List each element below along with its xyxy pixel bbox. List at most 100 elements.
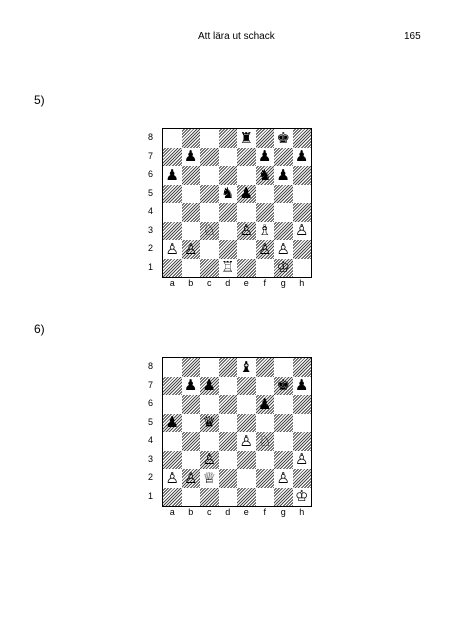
- square-h3: ♙: [292, 450, 311, 469]
- chess-piece-a6: ♟: [165, 165, 179, 184]
- problem-label-6: 6): [34, 322, 45, 336]
- square-f3: ♗: [255, 221, 274, 240]
- square-g6: [274, 395, 293, 414]
- square-f4: ♘: [255, 432, 274, 451]
- square-e7: [237, 376, 256, 395]
- square-c1: [200, 487, 219, 506]
- square-e4: [237, 203, 256, 222]
- square-b8: [181, 358, 200, 377]
- chess-piece-f7: ♟: [258, 147, 272, 166]
- square-d3: [218, 450, 237, 469]
- rank-label: 2: [148, 243, 154, 254]
- rank-label: 3: [148, 224, 154, 235]
- square-h8: [292, 129, 311, 148]
- chess-piece-b7: ♟: [184, 147, 198, 166]
- square-h6: [292, 166, 311, 185]
- square-g4: [274, 432, 293, 451]
- chess-piece-f3: ♗: [258, 221, 272, 240]
- square-h7: ♟: [292, 147, 311, 166]
- square-a6: ♟: [163, 166, 182, 185]
- rank-label: 5: [148, 416, 154, 427]
- page-number: 165: [404, 31, 421, 42]
- square-a4: [163, 203, 182, 222]
- square-f1: [255, 487, 274, 506]
- square-a8: [163, 358, 182, 377]
- square-c7: ♟: [200, 376, 219, 395]
- square-f4: [255, 203, 274, 222]
- square-e4: ♙: [237, 432, 256, 451]
- rank-label: 4: [148, 206, 154, 217]
- chess-piece-d1: ♖: [221, 258, 235, 277]
- square-b4: [181, 203, 200, 222]
- chess-piece-g8: ♚: [276, 128, 290, 147]
- square-c6: [200, 395, 219, 414]
- square-c5: [200, 184, 219, 203]
- square-a1: [163, 487, 182, 506]
- chess-piece-g6: ♟: [276, 165, 290, 184]
- square-c3: ♘: [200, 221, 219, 240]
- square-h7: ♟: [292, 376, 311, 395]
- square-d3: [218, 221, 237, 240]
- square-a5: [163, 184, 182, 203]
- square-f5: [255, 413, 274, 432]
- square-c5: ♛: [200, 413, 219, 432]
- chess-piece-c3: ♘: [202, 221, 216, 240]
- square-g5: [274, 413, 293, 432]
- square-h3: ♙: [292, 221, 311, 240]
- square-a6: [163, 395, 182, 414]
- chess-piece-b7: ♟: [184, 376, 198, 395]
- square-e8: ♝: [237, 358, 256, 377]
- chess-piece-h7: ♟: [295, 376, 309, 395]
- square-d6: [218, 166, 237, 185]
- square-b3: [181, 221, 200, 240]
- square-f7: ♟: [255, 147, 274, 166]
- square-d7: [218, 376, 237, 395]
- chess-piece-c3: ♙: [202, 450, 216, 469]
- rank-label: 1: [148, 490, 154, 501]
- file-label: d: [225, 507, 231, 517]
- file-label: a: [169, 278, 175, 288]
- square-f8: [255, 129, 274, 148]
- chess-piece-f6: ♟: [258, 394, 272, 413]
- square-e6: [237, 166, 256, 185]
- square-h5: [292, 184, 311, 203]
- file-label: h: [299, 278, 305, 288]
- square-g8: [274, 358, 293, 377]
- square-e5: [237, 413, 256, 432]
- rank-label: 4: [148, 435, 154, 446]
- square-g3: [274, 221, 293, 240]
- square-a5: ♟: [163, 413, 182, 432]
- rank-label: 6: [148, 169, 154, 180]
- square-a7: [163, 376, 182, 395]
- chess-piece-e5: ♟: [239, 184, 253, 203]
- chess-piece-h3: ♙: [295, 221, 309, 240]
- chess-piece-d5: ♞: [221, 184, 235, 203]
- square-f3: [255, 450, 274, 469]
- square-e5: ♟: [237, 184, 256, 203]
- square-b7: ♟: [181, 147, 200, 166]
- chess-piece-c7: ♟: [202, 376, 216, 395]
- square-c3: ♙: [200, 450, 219, 469]
- square-g1: ♔: [274, 258, 293, 277]
- square-b1: [181, 487, 200, 506]
- square-e1: [237, 487, 256, 506]
- square-d2: [218, 240, 237, 259]
- problem-label-5: 5): [34, 93, 45, 107]
- square-b1: [181, 258, 200, 277]
- square-c8: [200, 129, 219, 148]
- rank-label: 8: [148, 361, 154, 372]
- square-a3: [163, 221, 182, 240]
- square-c4: [200, 203, 219, 222]
- file-label: e: [243, 278, 249, 288]
- square-g4: [274, 203, 293, 222]
- square-a2: ♙: [163, 240, 182, 259]
- square-e2: [237, 469, 256, 488]
- rank-label: 2: [148, 472, 154, 483]
- square-f2: ♙: [255, 240, 274, 259]
- square-g2: ♙: [274, 469, 293, 488]
- square-f5: [255, 184, 274, 203]
- chess-piece-h7: ♟: [295, 147, 309, 166]
- square-b8: [181, 129, 200, 148]
- chess-piece-b2: ♙: [184, 239, 198, 258]
